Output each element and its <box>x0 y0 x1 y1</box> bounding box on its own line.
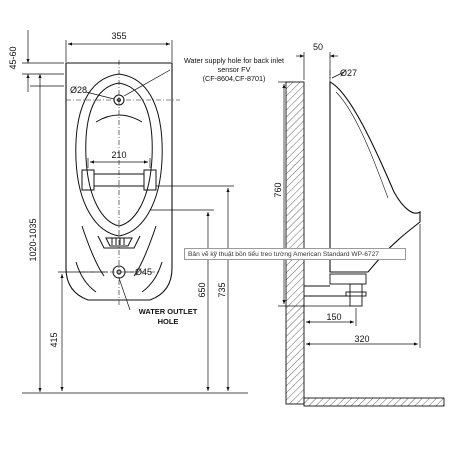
wall-section <box>285 81 305 405</box>
projection-label: 320 <box>354 334 369 344</box>
front-dimensions <box>22 30 248 394</box>
supply-note-line-1: Water supply hole for back inlet <box>184 56 284 65</box>
outlet-height-label: 415 <box>49 332 59 347</box>
trap-bracket <box>97 235 141 249</box>
top-dim-label: 45-60 <box>8 46 18 69</box>
outlet-label-line-2: HOLE <box>158 317 179 326</box>
image-caption-tooltip: Bản vẽ kỹ thuật bồn tiểu treo tường Amer… <box>184 248 406 260</box>
trap-depth-label: 150 <box>326 312 341 322</box>
supply-note-line-3: (CF-8604,CF-8701) <box>203 74 266 83</box>
height-735-label: 735 <box>217 282 227 297</box>
sensor-right <box>143 169 157 191</box>
floor-section <box>303 397 445 407</box>
supply-note: Water supply hole for back inlet sensor … <box>184 56 284 83</box>
pipe-diameter-label: Ø27 <box>340 68 357 78</box>
urinal-front-outline <box>65 62 173 301</box>
supply-note-line-2: sensor FV <box>218 65 251 74</box>
outlet-label-line-1: WATER OUTLET <box>139 307 198 316</box>
side-dimensions <box>278 52 421 348</box>
height-650-label: 650 <box>197 282 207 297</box>
bowl-inner <box>85 82 153 227</box>
sensor-left <box>81 169 95 191</box>
trap-pipe <box>304 273 367 307</box>
urinal-side-outline <box>329 81 421 273</box>
width-dim-label: 355 <box>111 31 126 41</box>
front-view <box>65 60 180 306</box>
sensor-spacing-label: 210 <box>111 150 126 160</box>
height-760-label: 760 <box>273 182 283 197</box>
outlet-diameter-label: Ø45 <box>135 267 152 277</box>
inlet-diameter-label: Ø28 <box>70 85 87 95</box>
outlet-label: WATER OUTLET HOLE <box>139 307 198 326</box>
bowl-outline <box>75 73 163 237</box>
wall-dim-label: 50 <box>313 42 323 52</box>
height-dim-label: 1020-1035 <box>28 218 38 261</box>
side-view <box>285 70 445 407</box>
